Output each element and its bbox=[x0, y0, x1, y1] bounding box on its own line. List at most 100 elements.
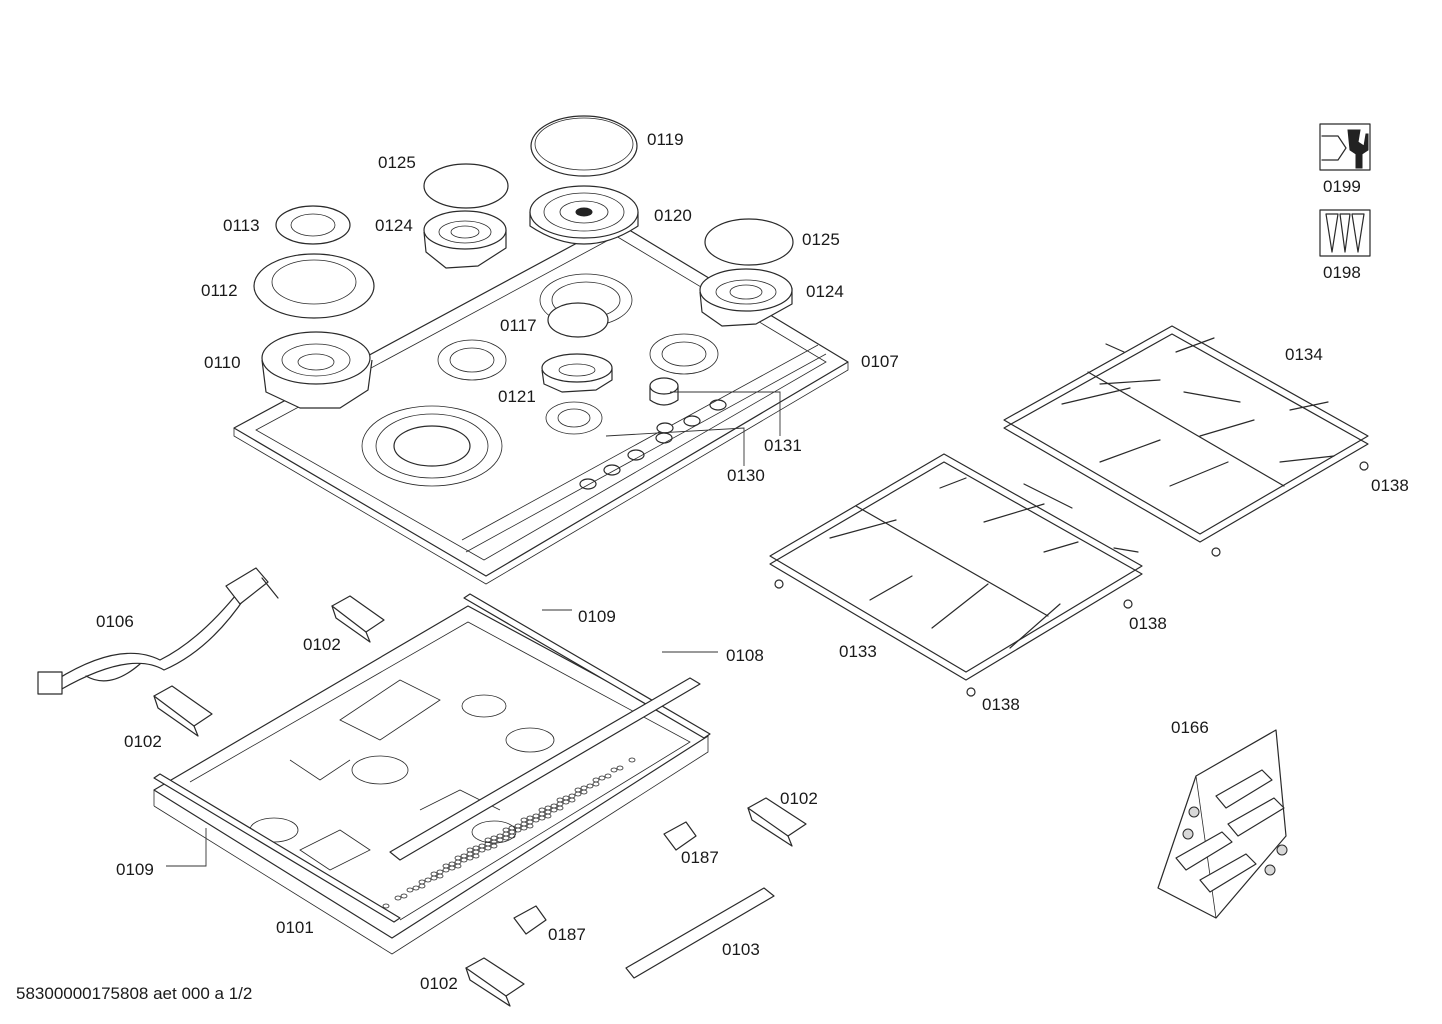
perforation-hole bbox=[580, 789, 588, 795]
perforation-hole bbox=[610, 767, 618, 773]
perforation-hole bbox=[544, 813, 552, 819]
triple-crown-burner bbox=[261, 331, 373, 409]
bracket-d bbox=[465, 957, 525, 1007]
leader-lines bbox=[166, 391, 781, 867]
outer-ring bbox=[253, 253, 375, 319]
clip-b bbox=[513, 905, 547, 935]
label-0109-rear: 0109 bbox=[578, 607, 616, 626]
label-0119: 0119 bbox=[647, 130, 684, 149]
label-0125-left: 0125 bbox=[378, 153, 416, 172]
burner-cap-left bbox=[423, 163, 509, 209]
perforation-hole bbox=[454, 863, 462, 869]
label-0124-left: 0124 bbox=[375, 216, 413, 235]
perforation-hole bbox=[538, 815, 546, 821]
perforation-hole bbox=[562, 799, 570, 805]
knob-holes bbox=[579, 399, 727, 490]
label-0124-right: 0124 bbox=[806, 282, 844, 301]
burner-ring-right bbox=[699, 268, 793, 327]
label-0102-a: 0102 bbox=[303, 635, 341, 654]
label-0113: 0113 bbox=[223, 216, 260, 235]
fixing-kit bbox=[1157, 729, 1288, 919]
small-burner-ring bbox=[541, 353, 613, 393]
label-0102-b: 0102 bbox=[124, 732, 162, 751]
wok-burner-cap bbox=[530, 115, 638, 177]
label-0120: 0120 bbox=[654, 206, 692, 225]
label-0117: 0117 bbox=[500, 316, 537, 335]
label-0110: 0110 bbox=[204, 353, 241, 372]
label-0106: 0106 bbox=[96, 612, 134, 631]
label-0138-b: 0138 bbox=[1129, 614, 1167, 633]
perforation-hole bbox=[412, 885, 420, 891]
perforation-hole bbox=[442, 867, 450, 873]
perforation-hole bbox=[604, 773, 612, 779]
label-0109-front: 0109 bbox=[116, 860, 154, 879]
label-0108: 0108 bbox=[726, 646, 764, 665]
label-0102-c: 0102 bbox=[780, 789, 818, 808]
perforation-hole bbox=[466, 855, 474, 861]
control-knob bbox=[649, 377, 679, 434]
perforation-hole bbox=[484, 845, 492, 851]
perforation-hole bbox=[574, 791, 582, 797]
burner-cap-right bbox=[704, 218, 794, 266]
cross-rail bbox=[389, 677, 701, 861]
bottom-tray bbox=[153, 605, 709, 955]
perforation-hole bbox=[472, 853, 480, 859]
perforation-hole bbox=[592, 781, 600, 787]
label-0101: 0101 bbox=[276, 918, 314, 937]
perforation-hole bbox=[436, 873, 444, 879]
label-0133: 0133 bbox=[839, 642, 877, 661]
label-0103: 0103 bbox=[722, 940, 760, 959]
perforation-hole bbox=[460, 857, 468, 863]
wok-burner-ring bbox=[529, 185, 639, 245]
perforation-hole bbox=[526, 823, 534, 829]
clip-a bbox=[663, 821, 697, 851]
perforation-hole bbox=[394, 895, 402, 901]
wrench-icon bbox=[1319, 123, 1371, 171]
label-0199: 0199 bbox=[1323, 177, 1361, 196]
perforation-hole bbox=[550, 807, 558, 813]
label-0166: 0166 bbox=[1171, 718, 1209, 737]
perforation-hole bbox=[586, 783, 594, 789]
perforation-hole bbox=[406, 887, 414, 893]
label-0131: 0131 bbox=[764, 436, 802, 455]
perforation-hole bbox=[508, 833, 516, 839]
power-cord bbox=[37, 567, 279, 695]
label-0107: 0107 bbox=[861, 352, 899, 371]
bracket-c bbox=[747, 797, 807, 847]
perforation-hole bbox=[400, 893, 408, 899]
perforation-hole bbox=[520, 825, 528, 831]
tray-perforations bbox=[382, 757, 636, 909]
perforation-hole bbox=[448, 865, 456, 871]
perforation-hole bbox=[418, 883, 426, 889]
label-0121: 0121 bbox=[498, 387, 536, 406]
perforation-hole bbox=[502, 835, 510, 841]
label-0134: 0134 bbox=[1285, 345, 1323, 364]
perforation-hole bbox=[496, 837, 504, 843]
rubber-feet bbox=[774, 461, 1369, 697]
perforation-hole bbox=[490, 843, 498, 849]
drawing-reference-footer: 58300000175808 aet 000 a 1/2 bbox=[16, 984, 253, 1003]
bracket-b bbox=[153, 685, 213, 737]
label-0112: 0112 bbox=[201, 281, 238, 300]
screws-icon bbox=[1319, 209, 1371, 257]
perforation-hole bbox=[478, 847, 486, 853]
bracket-a bbox=[331, 595, 385, 643]
perforation-hole bbox=[430, 875, 438, 881]
seal-strip bbox=[625, 887, 775, 979]
label-0125-right: 0125 bbox=[802, 230, 840, 249]
small-burner-cap bbox=[547, 302, 609, 338]
label-0138-a: 0138 bbox=[1371, 476, 1409, 495]
label-0130: 0130 bbox=[727, 466, 765, 485]
burner-ring-left bbox=[423, 210, 507, 269]
perforation-hole bbox=[514, 827, 522, 833]
perforation-hole bbox=[598, 775, 606, 781]
perforation-hole bbox=[568, 797, 576, 803]
label-0102-d: 0102 bbox=[420, 974, 458, 993]
perforation-hole bbox=[556, 805, 564, 811]
label-0187-b: 0187 bbox=[548, 925, 586, 944]
pan-support-left bbox=[769, 453, 1143, 681]
perforation-hole bbox=[382, 903, 390, 909]
label-0138-c: 0138 bbox=[982, 695, 1020, 714]
pan-support-right bbox=[1003, 325, 1369, 543]
